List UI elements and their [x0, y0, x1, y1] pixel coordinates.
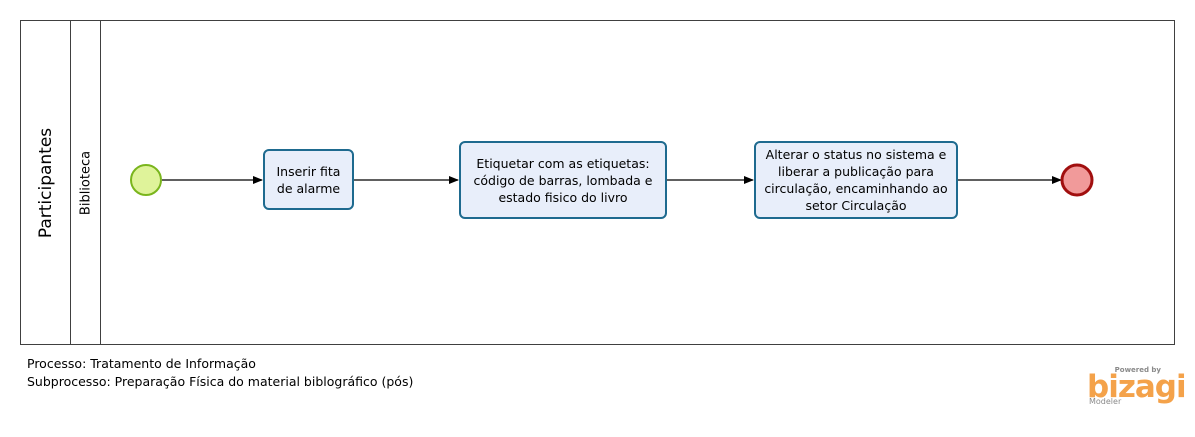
subprocess-label: Subprocesso: Preparação Física do materi…	[27, 374, 414, 389]
brand-name: bizagi	[1087, 369, 1187, 405]
pool-header: Participantes	[21, 21, 71, 344]
task-label: Alterar o status no sistema e liberar a …	[764, 147, 948, 213]
task-etiquetar[interactable]: Etiquetar com as etiquetas: código de ba…	[459, 141, 667, 219]
bizagi-logo: Powered by bizagi Modeler	[1087, 366, 1187, 410]
task-label: Inserir fita de alarme	[276, 163, 341, 196]
task-alterar-status[interactable]: Alterar o status no sistema e liberar a …	[754, 141, 958, 219]
lane-header: Biblioteca	[71, 21, 101, 344]
start-event[interactable]	[130, 164, 162, 196]
brand-product: Modeler	[1089, 397, 1122, 406]
diagram-footer: Processo: Tratamento de Informação Subpr…	[27, 355, 413, 391]
task-label: Etiquetar com as etiquetas: código de ba…	[473, 155, 653, 205]
powered-by-label: Powered by	[1114, 366, 1161, 374]
end-event[interactable]	[1060, 163, 1094, 197]
task-inserir-fita[interactable]: Inserir fita de alarme	[263, 149, 354, 210]
process-label: Processo: Tratamento de Informação	[27, 356, 256, 371]
